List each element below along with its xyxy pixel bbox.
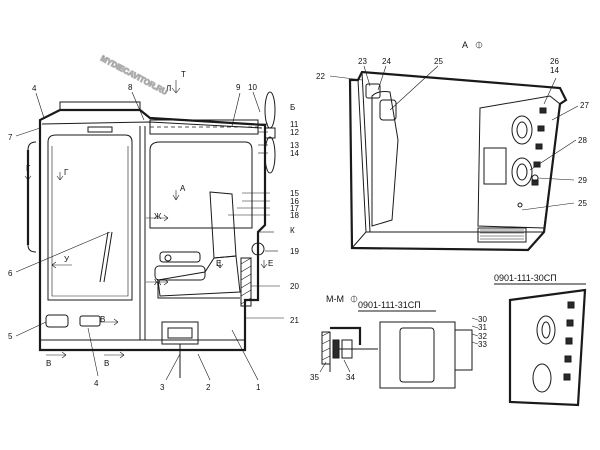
callout-34: 34	[346, 373, 355, 382]
callout-24: 24	[382, 57, 391, 66]
callout-29: 29	[578, 176, 587, 185]
view-a-outline	[348, 70, 568, 252]
view-m-title: М-М	[326, 294, 344, 304]
callout-32: 32	[478, 332, 487, 341]
code-section: 0901-111-31СП	[358, 300, 421, 310]
callout-16: 16	[290, 197, 299, 206]
callout-22: 22	[316, 72, 325, 81]
callout-numbers: 7 4 8 9 10 11 12 13 14 15 16 17 18 19 20…	[8, 57, 589, 392]
callout-7: 7	[8, 133, 13, 142]
section-m-m	[319, 326, 378, 373]
callout-1: 1	[256, 383, 261, 392]
label-l: Л	[166, 84, 171, 93]
callout-35: 35	[310, 373, 319, 382]
label-t: Т	[181, 70, 186, 79]
callout-15: 15	[290, 189, 299, 198]
callout-11: 11	[290, 120, 299, 129]
callout-26: 26	[550, 57, 559, 66]
section-m-bracket	[330, 326, 362, 345]
label-v-bottom: В	[104, 359, 109, 368]
callout-3: 3	[160, 383, 165, 392]
door-handle	[79, 315, 101, 327]
callout-14: 14	[290, 149, 299, 158]
label-k: К	[290, 226, 295, 235]
operator-seat	[154, 191, 241, 299]
callout-25-bottom: 25	[578, 199, 587, 208]
label-zh-bottom: Ж	[154, 278, 162, 287]
label-u: У	[64, 255, 70, 264]
callout-33: 33	[478, 340, 487, 349]
fan-blade	[264, 91, 276, 129]
view-a-title: А	[462, 40, 468, 50]
side-panel	[477, 95, 561, 229]
callout-19: 19	[290, 247, 299, 256]
panel-detail-view	[508, 288, 587, 407]
callout-9: 9	[236, 83, 241, 92]
door-latch	[45, 314, 69, 328]
control-box	[161, 321, 199, 345]
channel-profile	[379, 321, 456, 389]
callout-10: 10	[248, 83, 257, 92]
view-titles: А М-М 0901-111-30СП 0901-111-31СП	[326, 40, 586, 312]
code-main: 0901-111-30СП	[494, 273, 557, 283]
label-a-arrow: А	[180, 184, 186, 193]
callout-21: 21	[290, 316, 299, 325]
label-b: Б	[290, 103, 295, 112]
door-lock-module	[365, 83, 381, 99]
left-leaders	[15, 91, 284, 381]
roof-vent	[87, 126, 113, 133]
callout-6: 6	[8, 269, 13, 278]
callout-23: 23	[358, 57, 367, 66]
label-v-left: В	[46, 359, 51, 368]
callout-18: 18	[290, 211, 299, 220]
label-e-right: Е	[268, 259, 273, 268]
right-leaders	[329, 65, 579, 211]
label-e-left: Е	[216, 259, 221, 268]
cab-frame-outline	[38, 108, 267, 352]
panel-grommet-1	[511, 115, 533, 145]
callout-28: 28	[578, 136, 587, 145]
view-a-panel	[348, 70, 568, 252]
callout-25-top: 25	[434, 57, 443, 66]
cab-side-view	[26, 91, 276, 378]
label-g-right: Г	[64, 168, 69, 177]
watermark-text: MYDIECAVITOR.RU	[99, 54, 169, 97]
callout-5: 5	[8, 332, 13, 341]
callout-17: 17	[290, 204, 299, 213]
callout-20: 20	[290, 282, 299, 291]
label-v-right: В	[100, 315, 105, 324]
callout-12: 12	[290, 128, 299, 137]
panel-grommet-2	[511, 157, 533, 187]
label-zh-top: Ж	[154, 212, 162, 221]
section-markers-left	[24, 80, 268, 359]
rear-window	[149, 141, 253, 229]
callout-13: 13	[290, 141, 299, 150]
label-g-left: Г	[26, 164, 31, 173]
callout-27: 27	[580, 101, 589, 110]
wiper-arm	[99, 231, 109, 283]
callout-2: 2	[206, 383, 211, 392]
callout-4-bottom: 4	[94, 379, 99, 388]
callout-31: 31	[478, 323, 487, 332]
control-knob	[251, 242, 265, 256]
bottom-rail	[477, 227, 527, 243]
callout-30: 30	[478, 315, 487, 324]
callout-4-top: 4	[32, 84, 37, 93]
callout-14-right: 14	[550, 66, 559, 75]
door-window	[47, 134, 133, 301]
section-letter-labels: Т Л Б Г Г А Ж К У Е Е Ж В В В	[26, 70, 295, 368]
panel-detail-outline	[508, 288, 587, 407]
callout-8: 8	[128, 83, 133, 92]
section-31sp	[379, 317, 479, 389]
